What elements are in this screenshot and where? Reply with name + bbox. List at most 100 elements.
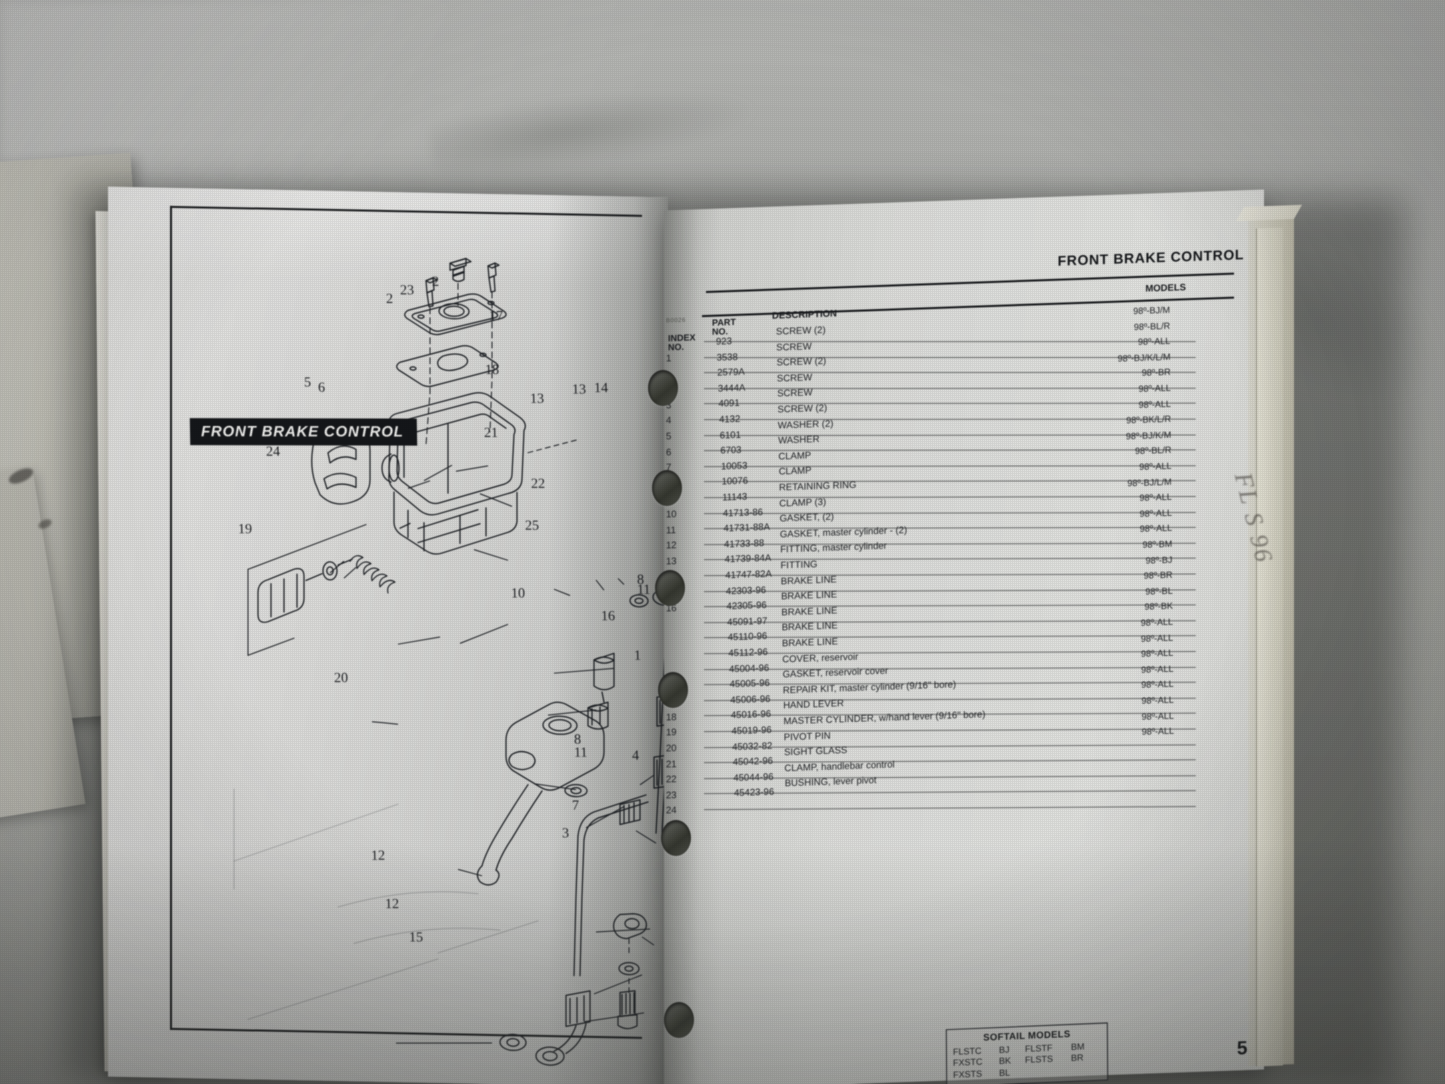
table-cell-models: 98º-ALL (1139, 507, 1172, 519)
table-row-rule (703, 774, 1196, 779)
table-cell-description: BUSHING, lever pivot (784, 775, 877, 790)
table-cell-index: 10 (666, 509, 677, 521)
section-title-banner: FRONT BRAKE CONTROL (189, 418, 417, 446)
table-row-rule (703, 604, 1196, 608)
callout-number: 13 (529, 391, 545, 407)
table-cell-models: 98º-BJ (1145, 554, 1173, 566)
callout-number: 11 (573, 745, 588, 761)
table-cell-index: 22 (666, 774, 677, 786)
table-cell-models: 98º-ALL (1141, 725, 1175, 737)
table-cell-index: 4 (666, 415, 672, 427)
table-cell-description: COVER, reservoir (782, 651, 859, 665)
table-cell-models: 98º-BJ/K/L/M (1117, 351, 1171, 364)
table-row-rule (703, 558, 1196, 561)
table-cell-description: GASKET, (2) (779, 511, 834, 525)
table-cell-models: 98º-ALL (1141, 694, 1174, 706)
callout-number: 7 (571, 798, 580, 814)
table-cell-description: WASHER (778, 434, 820, 447)
table-row-rule (703, 527, 1196, 530)
part-16-brake-line (629, 588, 668, 834)
table-cell-models: 98º-ALL (1141, 647, 1174, 660)
table-cell-description: PIVOT PIN (783, 730, 831, 743)
table-cell-index: 13 (666, 555, 677, 568)
callout-number: 24 (265, 444, 281, 460)
running-head: FRONT BRAKE CONTROL (1057, 246, 1244, 269)
table-cell-description: SCREW (2) (776, 355, 827, 369)
table-row-rule (703, 805, 1196, 811)
table-cell-index: 20 (666, 743, 677, 755)
table-cell-description: SCREW (776, 340, 812, 354)
lower-vignette (0, 844, 1445, 1084)
callout-number: 13 (571, 382, 587, 398)
table-cell-models: 98º-ALL (1141, 679, 1174, 691)
callout-number: 2 (431, 274, 440, 290)
callout-number: 14 (593, 381, 609, 397)
callout-number: 20 (333, 671, 349, 687)
table-row-rule (703, 790, 1196, 795)
callout-number: 18 (484, 362, 500, 379)
table-cell-description: SCREW (2) (777, 402, 828, 416)
callout-number: 19 (237, 522, 253, 538)
binder-hole (648, 370, 678, 406)
part-25-sight-glass (587, 701, 609, 730)
table-cell-description: BRAKE LINE (782, 636, 838, 650)
table-cell-description: SCREW (777, 387, 813, 400)
table-cell-description: GASKET, reservoir cover (782, 665, 889, 681)
table-cell-models: 98º-BR (1143, 569, 1173, 581)
table-cell-description: CLAMP (778, 465, 812, 478)
table-cell-description: WASHER (2) (777, 418, 834, 432)
table-row-rule (703, 666, 1196, 670)
table-cell-index: 19 (666, 727, 677, 739)
table-cell-models: 98º-BJ/L/M (1127, 476, 1172, 488)
part-cover-gasket (396, 345, 499, 388)
part-22-plug (593, 652, 615, 703)
binder-hole (652, 470, 682, 506)
callout-number: 11 (636, 582, 651, 598)
callout-number: 3 (561, 826, 570, 842)
table-cell-index: 12 (666, 540, 677, 552)
table-cell-models: 98º-ALL (1139, 523, 1173, 535)
table-cell-description: BRAKE LINE (781, 620, 838, 634)
table-cell-index: 5 (666, 431, 672, 443)
binder-hole (655, 570, 685, 606)
table-cell-models: 98º-BL/R (1133, 320, 1171, 332)
table-cell-description: SIGHT GLASS (784, 745, 848, 759)
column-header-index-line2: NO. (668, 342, 685, 353)
table-row-rule (703, 511, 1196, 514)
binder-hole (658, 672, 688, 708)
table-row-rule (703, 480, 1196, 483)
table-cell-models: 98º-ALL (1139, 460, 1172, 472)
table-cell-index: 23 (666, 789, 677, 802)
table-cell-description: BRAKE LINE (781, 589, 838, 603)
table-cell-index: 6 (666, 446, 672, 459)
table-cell-models: 98º-ALL (1138, 335, 1171, 348)
table-row-rule (703, 620, 1196, 623)
callout-number: 6 (317, 380, 326, 396)
callout-number: 4 (631, 748, 640, 764)
table-cell-models: 98º-BL (1145, 585, 1173, 597)
table-cell-description: BRAKE LINE (781, 605, 838, 619)
table-cell-models: 98º-BJ/M (1133, 304, 1170, 317)
table-cell-models: 98º-ALL (1141, 710, 1174, 722)
table-cell-description: RETAINING RING (779, 479, 857, 494)
table-cell-index: 21 (666, 758, 677, 771)
part-23-plug (449, 257, 472, 282)
callout-number: 16 (600, 609, 616, 625)
table-cell-description: MASTER CYLINDER, w/hand lever (9/16" bor… (783, 709, 986, 728)
table-row-rule (703, 743, 1196, 748)
table-cell-models: 98º-ALL (1140, 632, 1174, 644)
table-cell-description: FITTING (780, 559, 818, 572)
table-cell-description: BRAKE LINE (780, 574, 837, 587)
table-row-rule (703, 697, 1196, 701)
table-cell-models: 98º-BR (1141, 367, 1171, 379)
table-cell-description: HAND LEVER (783, 698, 844, 712)
column-header-models: MODELS (1145, 282, 1186, 295)
callout-number: 5 (303, 375, 312, 391)
callout-number: 2 (385, 292, 394, 308)
column-header-description: DESCRIPTION (772, 308, 837, 322)
table-row-rule (703, 651, 1196, 655)
callout-number: 17 (488, 309, 504, 325)
callout-number: 21 (483, 425, 499, 441)
table-cell-description: CLAMP (3) (779, 496, 827, 510)
